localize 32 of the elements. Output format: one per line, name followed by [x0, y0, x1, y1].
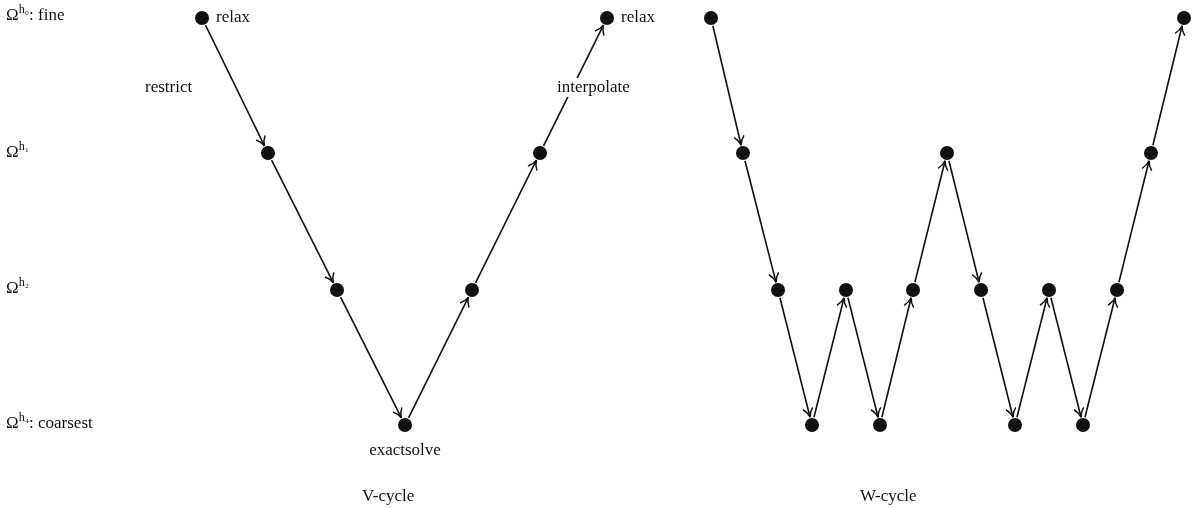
step-label: exactsolve — [369, 441, 441, 460]
step-label: relax — [621, 8, 655, 27]
node-dot — [839, 283, 853, 297]
cycle-caption: W-cycle — [860, 487, 917, 506]
node-dot — [1144, 146, 1158, 160]
level-label: Ω$^{h₀}$: fine — [6, 6, 65, 25]
node-dot — [195, 11, 209, 25]
node-dot — [330, 283, 344, 297]
step-label: relax — [216, 8, 250, 27]
node-dot — [736, 146, 750, 160]
node-dot — [771, 283, 785, 297]
node-dot — [1177, 11, 1191, 25]
node-dot — [261, 146, 275, 160]
node-dot — [940, 146, 954, 160]
node-dot — [974, 283, 988, 297]
level-label: Ω$^{h₁}$ — [6, 143, 30, 162]
node-dot — [1042, 283, 1056, 297]
node-dot — [704, 11, 718, 25]
node-dot — [465, 283, 479, 297]
node-dot — [873, 418, 887, 432]
level-label: Ω$^{h₄}$: coarsest — [6, 414, 93, 433]
node-dot — [398, 418, 412, 432]
node-dot — [906, 283, 920, 297]
edge-label: interpolate — [557, 78, 630, 97]
node-dot — [1076, 418, 1090, 432]
node-dot — [533, 146, 547, 160]
cycle-caption: V-cycle — [362, 487, 415, 506]
node-dot — [600, 11, 614, 25]
node-dot — [1008, 418, 1022, 432]
level-label: Ω$^{h₂}$ — [6, 279, 30, 298]
node-dot — [805, 418, 819, 432]
node-dot — [1110, 283, 1124, 297]
